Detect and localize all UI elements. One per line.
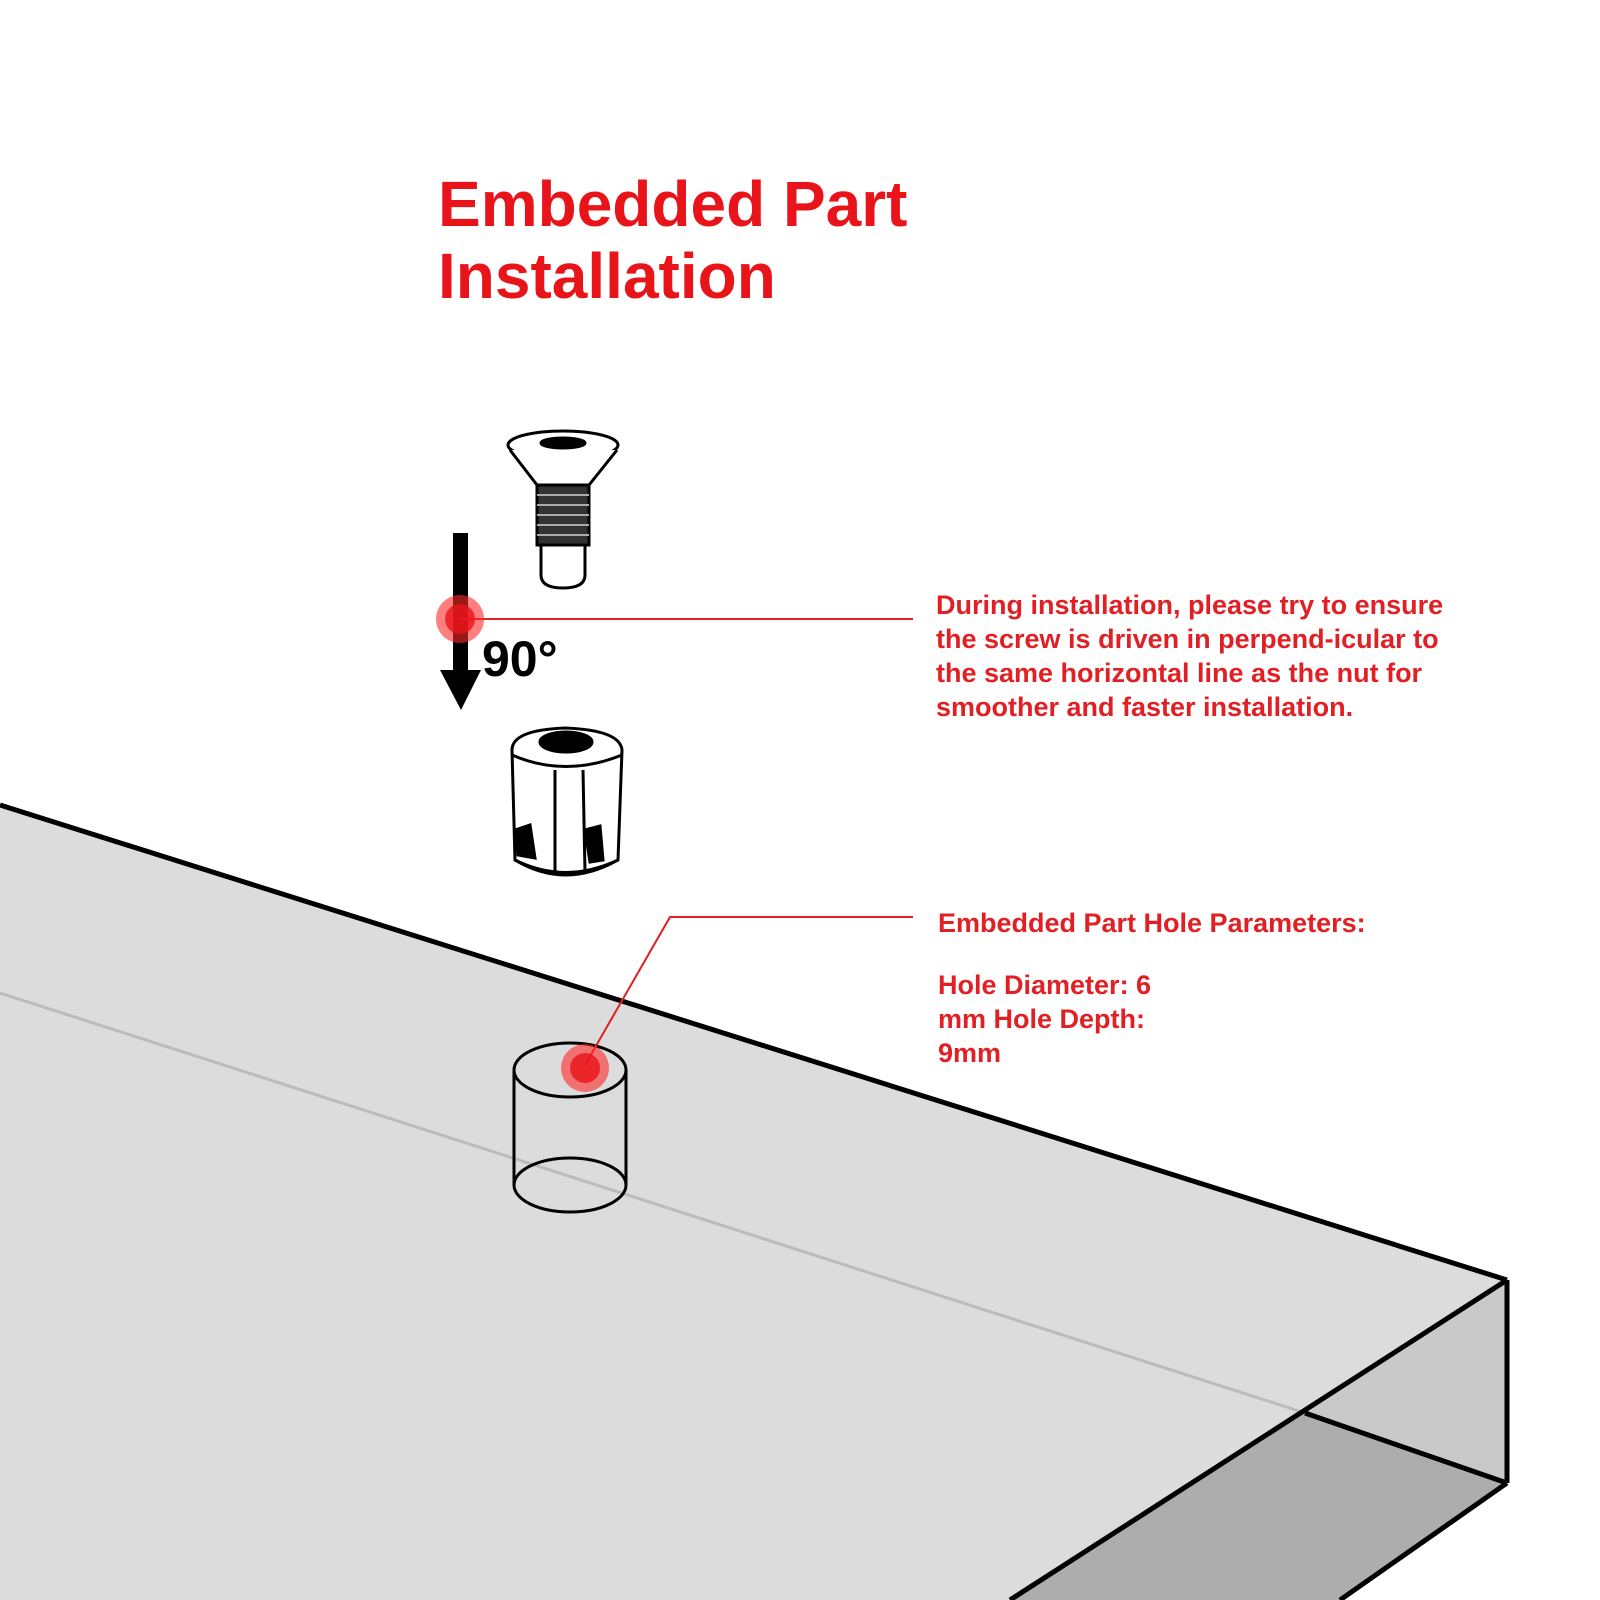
board-bottom-face — [1010, 1413, 1507, 1600]
hole-parameters-heading: Embedded Part Hole Parameters: — [938, 908, 1366, 938]
screw-icon — [506, 429, 620, 590]
board-top-face — [0, 805, 1507, 1600]
marker-dot-core — [570, 1053, 600, 1083]
callout-line-hole — [584, 916, 913, 1066]
board-edges — [0, 802, 1510, 1600]
title-line-2: Installation — [438, 240, 776, 312]
hole-cylinder-icon — [512, 1041, 628, 1214]
marker-dot-core — [445, 604, 475, 634]
angle-label: 90° — [482, 631, 558, 687]
board-hidden-edge — [0, 991, 1306, 1415]
hole-parameters-note: Embedded Part Hole Parameters: Hole Diam… — [938, 906, 1438, 1070]
page-title: Embedded Part Installation — [438, 168, 907, 312]
title-line-1: Embedded Part — [438, 168, 908, 240]
board-side-face — [1305, 1280, 1507, 1483]
perpendicular-note: During installation, please try to ensur… — [936, 590, 1444, 722]
hole-parameters-values: Hole Diameter: 6 mm Hole Depth: 9mm — [938, 970, 1152, 1068]
embedded-nut-icon — [510, 726, 624, 877]
